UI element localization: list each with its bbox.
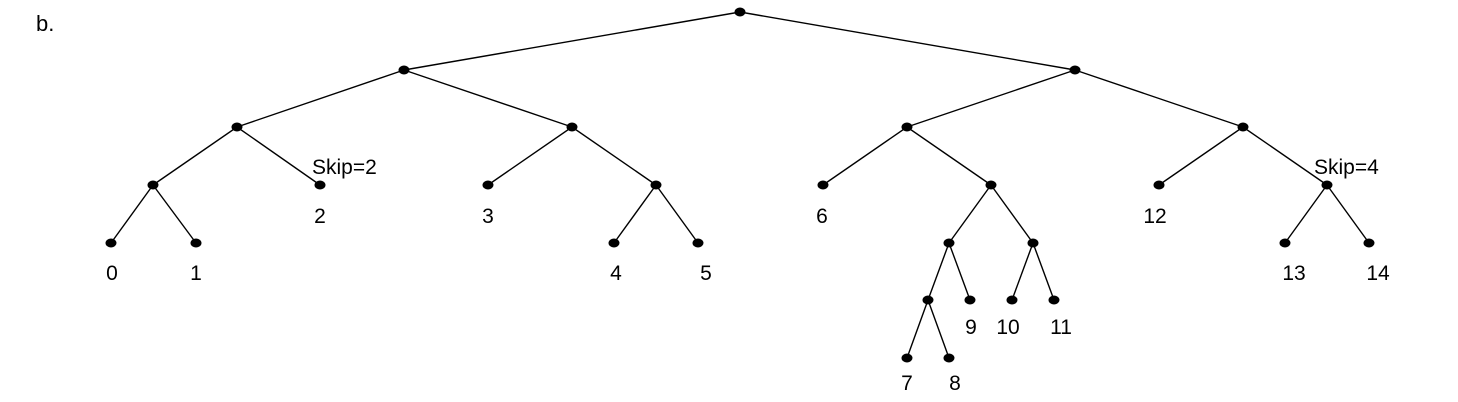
node-l12 xyxy=(1153,180,1165,190)
node-l14 xyxy=(1363,238,1375,248)
node-RR xyxy=(1237,122,1249,132)
edge-RRR-l14 xyxy=(1326,184,1370,244)
edge-root-L xyxy=(403,11,741,71)
tree-nodes xyxy=(105,7,1375,363)
node-l0 xyxy=(105,238,117,248)
edge-LLL-l0 xyxy=(110,184,154,244)
leaf-label-13: 13 xyxy=(1282,262,1305,285)
edge-C-l7 xyxy=(906,299,929,359)
node-l1 xyxy=(190,238,202,248)
leaf-label-12: 12 xyxy=(1143,205,1166,228)
leaf-label-9: 9 xyxy=(965,316,977,339)
edge-LR-LRR xyxy=(571,126,657,186)
tree-labels: 0 1 2 3 4 5 6 7 8 9 10 11 12 13 14 Skip=… xyxy=(106,156,1390,395)
tree-edges xyxy=(110,11,1370,359)
edge-RLR-A xyxy=(948,184,992,244)
edge-L-LL xyxy=(236,69,405,128)
node-LLL xyxy=(147,180,159,190)
edge-LRR-l4 xyxy=(613,184,657,244)
node-L xyxy=(398,65,410,75)
edge-B-l11 xyxy=(1032,242,1055,301)
leaf-label-4: 4 xyxy=(610,262,622,285)
node-l3 xyxy=(482,180,494,190)
node-LRR xyxy=(650,180,662,190)
node-RRR xyxy=(1321,180,1333,190)
node-RL xyxy=(901,122,913,132)
node-root xyxy=(734,7,746,17)
leaf-label-3: 3 xyxy=(482,205,494,228)
leaf-label-2: 2 xyxy=(314,205,326,228)
edge-A-C xyxy=(927,242,950,301)
edge-LLL-l1 xyxy=(152,184,197,244)
node-l13 xyxy=(1279,238,1291,248)
edge-LRR-l5 xyxy=(655,184,699,244)
node-l6 xyxy=(817,180,829,190)
node-R xyxy=(1069,65,1081,75)
node-l9 xyxy=(964,295,976,305)
leaf-label-6: 6 xyxy=(816,205,828,228)
node-l5 xyxy=(692,238,704,248)
edge-RR-RRR xyxy=(1242,126,1328,186)
leaf-label-8: 8 xyxy=(949,372,961,395)
edge-L-LR xyxy=(403,69,573,128)
node-l10 xyxy=(1006,295,1018,305)
node-LR xyxy=(566,122,578,132)
node-l7 xyxy=(901,353,913,363)
edge-RR-l12 xyxy=(1158,126,1244,186)
leaf-label-7: 7 xyxy=(901,372,913,395)
node-l4 xyxy=(608,238,620,248)
leaf-label-0: 0 xyxy=(106,262,118,285)
node-l11 xyxy=(1048,295,1060,305)
edge-LL-LLL xyxy=(152,126,238,186)
node-l8 xyxy=(943,353,955,363)
node-LL xyxy=(231,122,243,132)
edge-B-l10 xyxy=(1011,242,1034,301)
node-B xyxy=(1027,238,1039,248)
node-A xyxy=(943,238,955,248)
leaf-label-14: 14 xyxy=(1366,262,1390,285)
skip-label-2: Skip=2 xyxy=(312,156,377,179)
edge-LL-l2 xyxy=(236,126,321,186)
edge-LR-l3 xyxy=(487,126,573,186)
leaf-label-10: 10 xyxy=(996,316,1019,339)
edge-R-RL xyxy=(906,69,1076,128)
edge-C-l8 xyxy=(927,299,950,359)
edge-RRR-l13 xyxy=(1284,184,1328,244)
edge-RL-RLR xyxy=(906,126,992,186)
edge-RLR-B xyxy=(990,184,1034,244)
leaf-label-1: 1 xyxy=(190,262,202,285)
leaf-label-11: 11 xyxy=(1050,316,1072,339)
edge-RL-l6 xyxy=(822,126,908,186)
edge-R-RR xyxy=(1074,69,1244,128)
leaf-label-5: 5 xyxy=(700,262,712,285)
node-C xyxy=(922,295,934,305)
node-RLR xyxy=(985,180,997,190)
skip-label-4: Skip=4 xyxy=(1314,156,1379,179)
panel-label: b. xyxy=(36,11,54,36)
edge-root-R xyxy=(739,11,1076,71)
edge-A-l9 xyxy=(948,242,971,301)
node-l2 xyxy=(314,180,326,190)
